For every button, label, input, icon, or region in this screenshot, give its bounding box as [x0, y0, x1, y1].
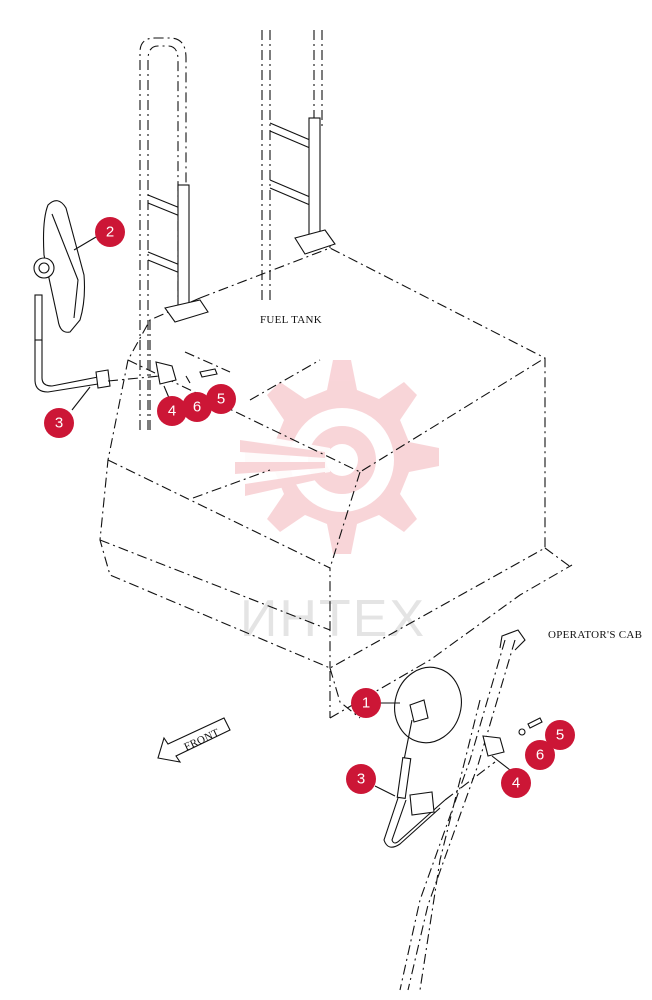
callout-4-right: 4 — [501, 768, 531, 798]
left-handrail — [139, 37, 209, 430]
svg-text:2: 2 — [106, 224, 114, 241]
svg-text:1: 1 — [362, 695, 370, 712]
svg-text:5: 5 — [556, 727, 564, 744]
svg-text:3: 3 — [55, 415, 63, 432]
callout-3-left: 3 — [44, 408, 74, 438]
right-handrail — [261, 30, 336, 300]
svg-text:3: 3 — [357, 771, 365, 788]
right-mirror-assembly — [383, 666, 543, 848]
watermark-text: ИНТЕХ — [240, 590, 426, 648]
operators-cab-outline — [329, 547, 573, 991]
callout-5-right: 5 — [545, 720, 575, 750]
svg-text:5: 5 — [217, 391, 225, 408]
callout-4-left: 4 — [157, 396, 187, 426]
svg-text:6: 6 — [536, 747, 544, 764]
fuel-tank-outline — [99, 238, 546, 719]
callout-6-right: 6 — [525, 740, 555, 770]
callout-1: 1 — [351, 688, 381, 718]
callout-leaders — [71, 236, 511, 797]
callout-3-right: 3 — [346, 764, 376, 794]
operators-cab-label: OPERATOR'S CAB — [548, 629, 642, 641]
left-mirror-assembly — [33, 200, 231, 393]
svg-text:4: 4 — [168, 403, 176, 420]
watermark-gear-logo — [230, 360, 439, 554]
svg-text:6: 6 — [193, 399, 201, 416]
front-arrow: FRONT — [157, 717, 231, 763]
fuel-tank-label: FUEL TANK — [260, 314, 322, 326]
callout-2: 2 — [95, 217, 125, 247]
svg-text:4: 4 — [512, 775, 520, 792]
callout-6-left: 6 — [182, 392, 212, 422]
callout-5-left: 5 — [206, 384, 236, 414]
